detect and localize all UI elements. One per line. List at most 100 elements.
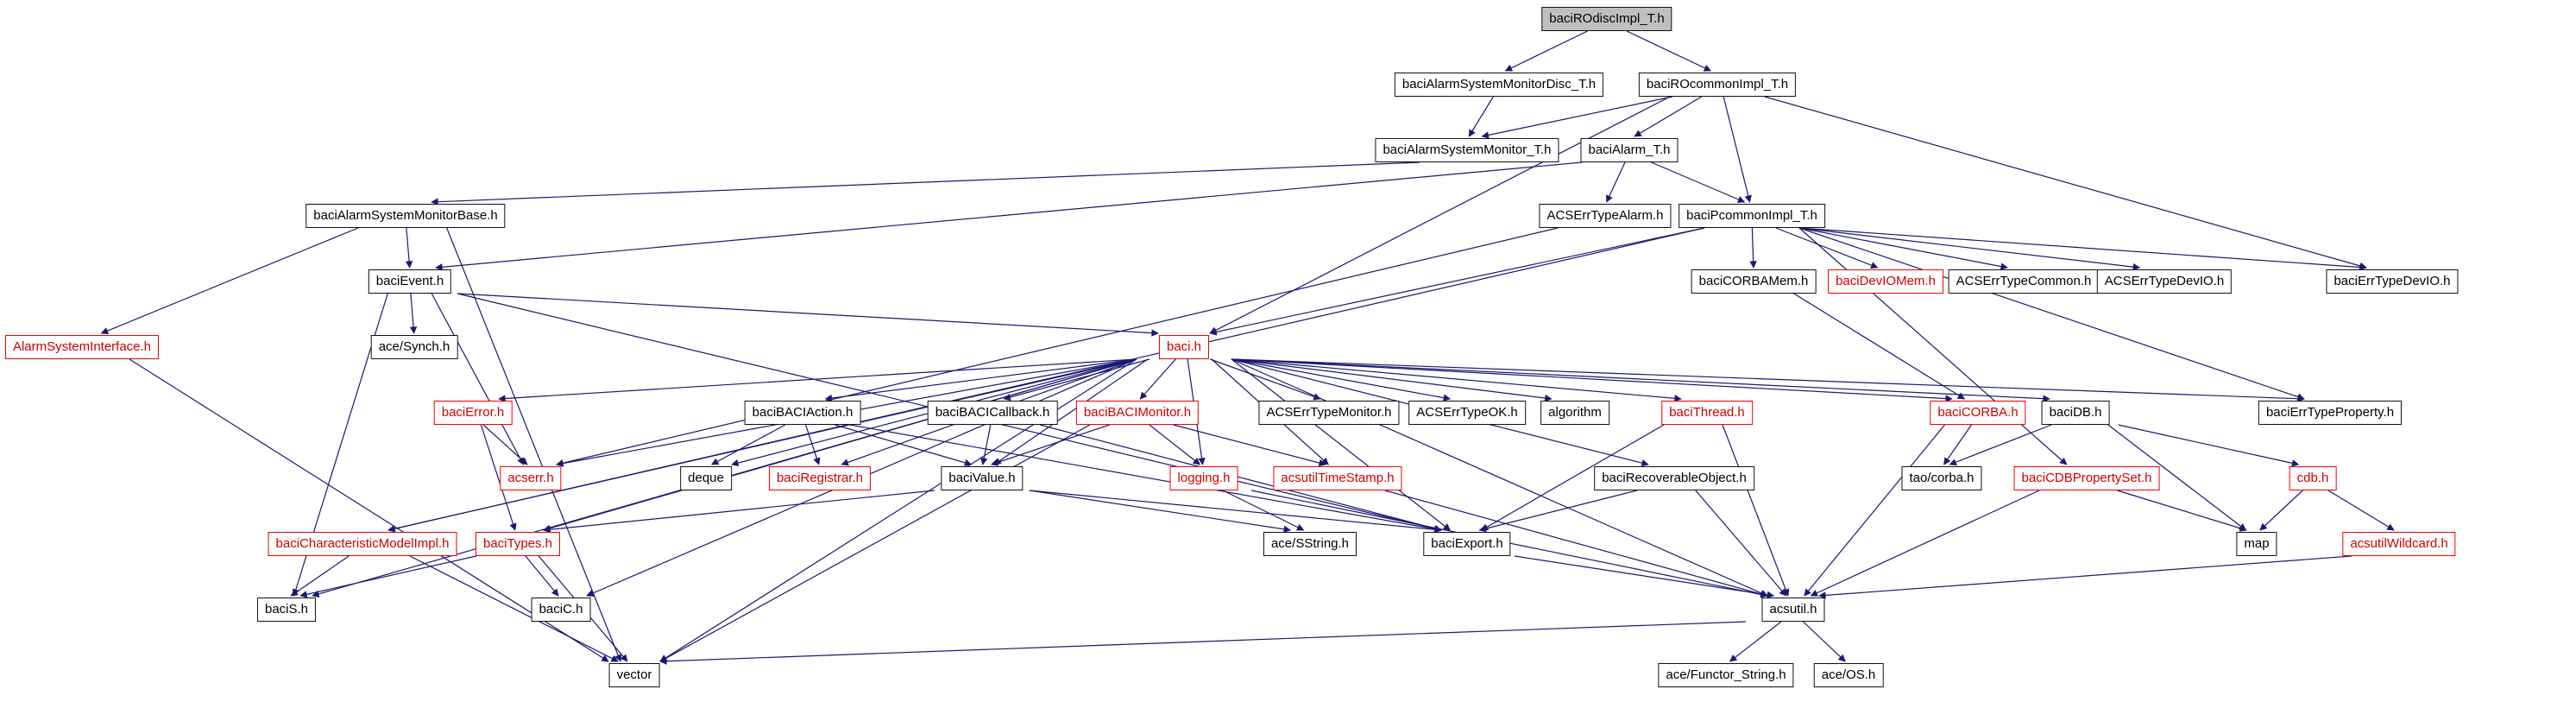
- include-edge: [980, 424, 992, 465]
- graph-node-baci-h[interactable]: baci.h: [1158, 335, 1210, 359]
- graph-node-bacibacimonitor-h[interactable]: baciBACIMonitor.h: [1075, 401, 1200, 425]
- include-edge: [1798, 227, 2305, 401]
- include-edge: [543, 490, 935, 534]
- graph-node-bacicharacteristicmodelimpl-h[interactable]: baciCharacteristicModelImpl.h: [268, 532, 457, 556]
- include-edge: [1231, 358, 1953, 402]
- include-edge: [2117, 490, 2247, 532]
- graph-node-acserrtypecommon-h[interactable]: ACSErrTypeCommon.h: [1948, 269, 2100, 294]
- include-edge: [1798, 227, 2141, 271]
- include-edge: [1793, 293, 1966, 400]
- graph-node-bacierrtypeproperty-h[interactable]: baciErrTypeProperty.h: [2258, 401, 2403, 425]
- graph-node-bacibacicallback-h[interactable]: baciBACICallback.h: [927, 401, 1058, 425]
- include-edge: [1210, 358, 1321, 401]
- graph-node-logging-h[interactable]: logging.h: [1169, 466, 1238, 490]
- include-edge: [405, 227, 413, 269]
- include-edge: [1231, 358, 1553, 402]
- graph-node-bacideviomem-h[interactable]: baciDevIOMem.h: [1828, 269, 1943, 294]
- include-edge: [1231, 358, 1452, 402]
- include-edge: [1468, 96, 1494, 137]
- include-edge: [446, 227, 622, 662]
- graph-node-baciregistrar-h[interactable]: baciRegistrar.h: [768, 466, 872, 490]
- graph-node-acserr-h[interactable]: acserr.h: [500, 466, 562, 490]
- graph-node-bacicdbpropertyset-h[interactable]: baciCDBPropertySet.h: [2013, 466, 2160, 490]
- graph-node-bacibaciaction-h[interactable]: baciBACIAction.h: [744, 401, 861, 425]
- graph-node-acserrtypedevio-h[interactable]: ACSErrTypeDevIO.h: [2096, 269, 2233, 294]
- graph-node-ace-synch-h[interactable]: ace/Synch.h: [370, 335, 458, 359]
- graph-node-bacialarmsystemmonitor-t-h[interactable]: baciAlarmSystemMonitor_T.h: [1375, 138, 1559, 162]
- include-edge: [431, 161, 1420, 206]
- include-edge: [1003, 358, 1150, 402]
- graph-node-bacivalue-h[interactable]: baciValue.h: [941, 466, 1023, 490]
- graph-node-ace-sstring-h[interactable]: ace/SString.h: [1263, 532, 1357, 556]
- include-edge: [1481, 96, 1672, 139]
- graph-node-ace-os-h[interactable]: ace/OS.h: [1813, 663, 1884, 687]
- graph-node-bacidb-h[interactable]: baciDB.h: [2041, 401, 2110, 425]
- graph-node-bacirecoverableobject-h[interactable]: baciRecoverableObject.h: [1594, 466, 1754, 490]
- graph-node-bacirodiscimpl-t-h: baciROdiscImpl_T.h: [1541, 7, 1672, 31]
- graph-node-bacicorbamem-h[interactable]: baciCORBAMem.h: [1691, 269, 1817, 294]
- include-edge: [1209, 227, 1705, 336]
- graph-node-bacipcommonimpl-t-h[interactable]: baciPcommonImpl_T.h: [1678, 204, 1825, 228]
- include-edge: [1139, 358, 1176, 400]
- graph-node-bacis-h[interactable]: baciS.h: [256, 598, 317, 622]
- graph-node-bacic-h[interactable]: baciC.h: [531, 598, 591, 622]
- graph-node-acserrtypealarm-h[interactable]: ACSErrTypeAlarm.h: [1539, 204, 1672, 228]
- graph-node-acsutiltimestamp-h[interactable]: acsutilTimeStamp.h: [1273, 466, 1402, 490]
- include-edge: [824, 358, 1137, 402]
- graph-node-bacialarmsystemmonitorbase-h[interactable]: baciAlarmSystemMonitorBase.h: [305, 204, 506, 228]
- graph-node-vector[interactable]: vector: [608, 663, 660, 687]
- include-edge: [435, 161, 1583, 271]
- include-edge: [835, 424, 973, 466]
- graph-node-baciexport-h[interactable]: baciExport.h: [1423, 532, 1511, 556]
- include-edge: [659, 621, 1747, 665]
- include-edge: [1231, 358, 1682, 402]
- include-edge: [991, 424, 1110, 466]
- graph-node-acsutil-h[interactable]: acsutil.h: [1761, 598, 1825, 622]
- graph-node-bacierrtypedevio-h[interactable]: baciErrTypeDevIO.h: [2326, 269, 2459, 294]
- include-edge: [1478, 490, 1637, 533]
- graph-node-tao-corba-h[interactable]: tao/corba.h: [1901, 466, 1982, 490]
- include-edge: [498, 358, 1137, 402]
- graph-node-cdb-h[interactable]: cdb.h: [2289, 466, 2337, 490]
- include-edge: [387, 358, 1137, 533]
- include-edge: [1729, 621, 1782, 662]
- include-edge: [1222, 490, 1305, 531]
- graph-node-alarmsysteminterface-h[interactable]: AlarmSystemInterface.h: [4, 335, 160, 359]
- include-edge: [1803, 621, 1846, 662]
- include-edge: [1504, 30, 1588, 72]
- include-edge: [659, 424, 1091, 662]
- graph-node-ace-functor-string-h[interactable]: ace/Functor_String.h: [1658, 663, 1794, 687]
- include-edge: [1764, 96, 2367, 269]
- include-edge: [659, 358, 1137, 662]
- include-edge: [1798, 227, 2367, 271]
- include-edge: [1798, 227, 2068, 465]
- include-edge: [1818, 555, 2352, 599]
- include-edge: [1695, 490, 1787, 597]
- include-edge: [387, 227, 1705, 533]
- graph-node-acserrtypemonitor-h[interactable]: ACSErrTypeMonitor.h: [1258, 401, 1400, 425]
- include-edge: [1804, 424, 1945, 597]
- include-edge: [556, 227, 1559, 467]
- include-edge: [1798, 227, 2008, 270]
- include-edge: [1606, 161, 1626, 203]
- include-edge: [543, 358, 1137, 532]
- include-edge: [1723, 96, 1752, 203]
- graph-node-acsutilwildcard-h[interactable]: acsutilWildcard.h: [2342, 532, 2456, 556]
- graph-node-bacialarmsystemmonitordisc-t-h[interactable]: baciAlarmSystemMonitorDisc_T.h: [1394, 73, 1604, 97]
- graph-node-algorithm[interactable]: algorithm: [1540, 401, 1609, 425]
- graph-node-bacialarm-t-h[interactable]: baciAlarm_T.h: [1580, 138, 1678, 162]
- include-edge: [1626, 30, 1712, 72]
- include-edge: [525, 555, 559, 597]
- graph-node-map[interactable]: map: [2236, 532, 2277, 556]
- graph-node-bacicorba-h[interactable]: baciCORBA.h: [1930, 401, 2026, 425]
- include-edge: [1775, 227, 1879, 269]
- graph-node-deque[interactable]: deque: [680, 466, 732, 490]
- graph-node-bacierror-h[interactable]: baciError.h: [433, 401, 513, 425]
- graph-node-bacithread-h[interactable]: baciThread.h: [1661, 401, 1753, 425]
- graph-node-acserrtypeok-h[interactable]: ACSErrTypeOK.h: [1408, 401, 1526, 425]
- graph-node-bacievent-h[interactable]: baciEvent.h: [368, 269, 452, 294]
- include-edge: [1949, 424, 2052, 466]
- graph-node-bacitypes-h[interactable]: baciTypes.h: [475, 532, 561, 556]
- include-edge: [482, 424, 528, 465]
- graph-node-bacirocommonimpl-t-h[interactable]: baciROcommonImpl_T.h: [1638, 73, 1797, 97]
